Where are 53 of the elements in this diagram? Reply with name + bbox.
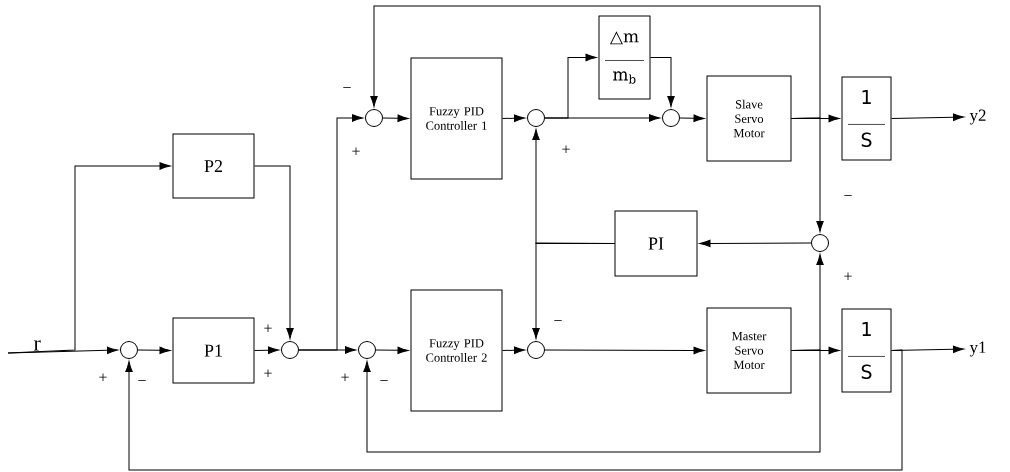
arrow <box>363 349 821 453</box>
arrow <box>502 346 525 354</box>
block: PI <box>614 210 698 277</box>
sign-label: − <box>343 87 351 88</box>
sign-label: + <box>341 373 349 381</box>
arrow <box>382 114 409 122</box>
sign-label: − <box>138 380 146 381</box>
arrow <box>699 239 812 248</box>
arrow <box>298 346 356 354</box>
block: Slave Servo Motor <box>706 75 792 162</box>
summing-junction <box>365 109 383 127</box>
arrow <box>791 117 824 232</box>
arrow <box>254 165 294 339</box>
sign-label: + <box>264 369 272 377</box>
sign-label: + <box>844 272 852 280</box>
sign-label: + <box>99 373 107 381</box>
signal-label: y1 <box>969 341 986 357</box>
summing-junction <box>120 341 138 359</box>
sign-label: − <box>380 380 388 381</box>
arrow <box>375 346 409 355</box>
fraction-block: 1 S <box>841 76 892 161</box>
block: Fuzzy PID Controller 2 <box>410 289 503 412</box>
arrow <box>137 346 171 355</box>
arrow <box>679 114 705 122</box>
arrow <box>502 114 525 122</box>
arrow <box>650 57 675 107</box>
signal-label: y2 <box>969 109 986 125</box>
sign-label: − <box>554 320 562 321</box>
arrow <box>125 349 903 471</box>
block: P1 <box>172 317 255 384</box>
block: Master Servo Motor <box>706 307 792 394</box>
summing-junction <box>527 341 545 359</box>
arrow <box>544 114 660 122</box>
arrow <box>7 162 171 354</box>
fraction-block: △m m$_{b}$ <box>598 15 651 100</box>
fraction-block: 1 S <box>841 308 892 393</box>
summing-junction <box>527 109 545 127</box>
arrow <box>891 113 964 121</box>
arrow <box>254 346 279 354</box>
block: P2 <box>172 133 255 199</box>
summing-junction <box>281 341 299 359</box>
sign-label: + <box>264 324 272 332</box>
block: Fuzzy PID Controller 1 <box>410 57 503 180</box>
sign-label: − <box>844 195 852 196</box>
summing-junction <box>662 109 680 127</box>
arrow <box>370 5 821 119</box>
summing-junction <box>811 234 829 252</box>
sign-label: + <box>562 145 570 153</box>
summing-junction <box>358 341 376 359</box>
arrow <box>544 346 705 355</box>
signal-label: r <box>33 340 41 351</box>
arrow <box>532 242 615 339</box>
sign-label: + <box>352 147 360 155</box>
